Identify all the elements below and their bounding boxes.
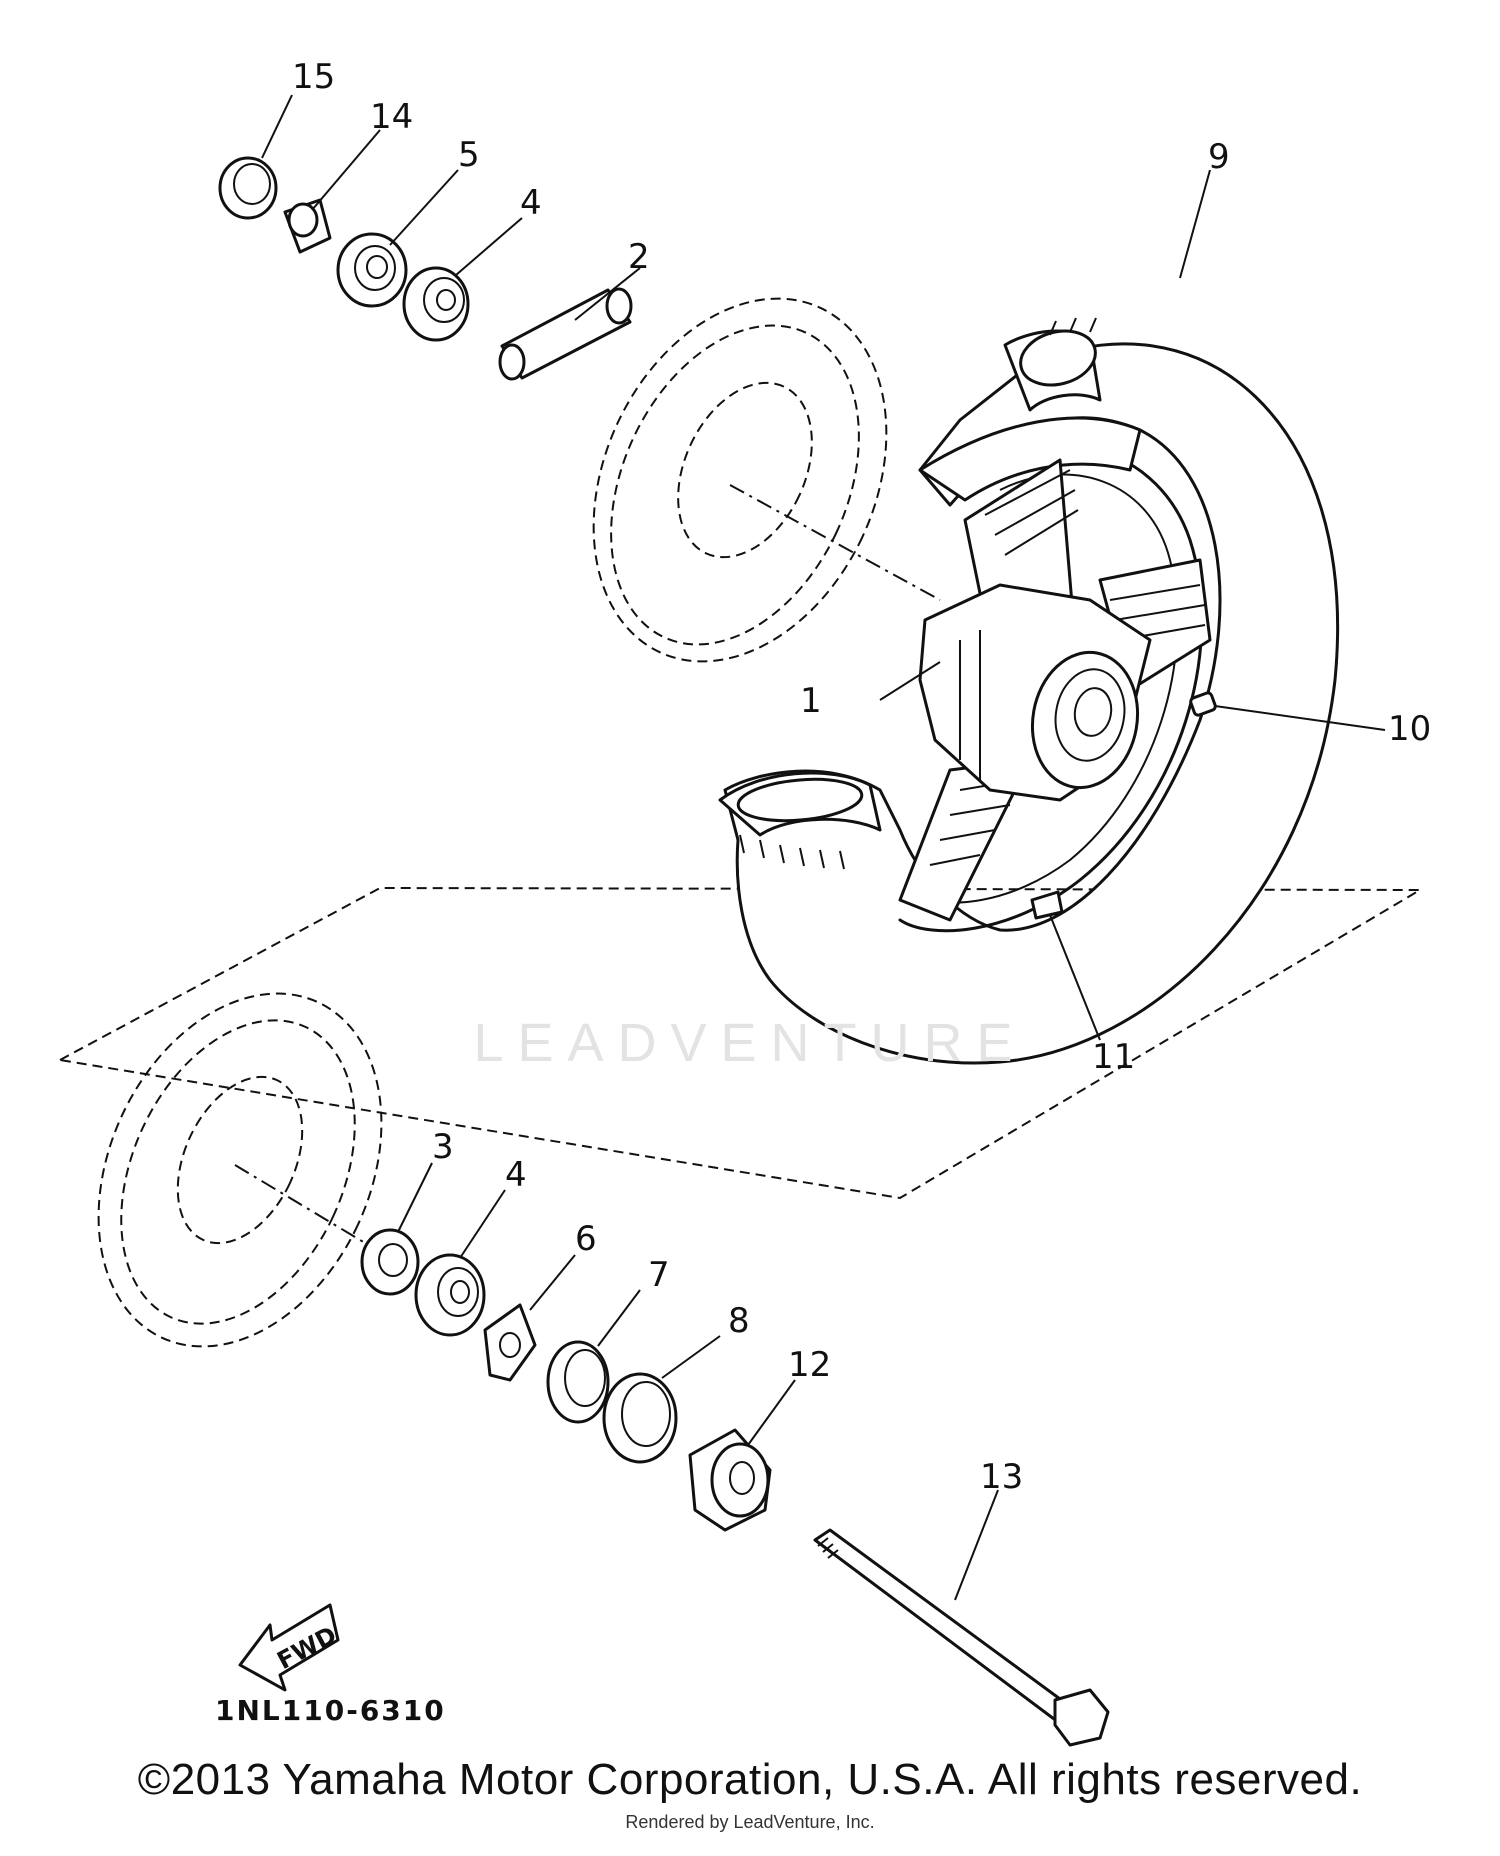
part-4-bearing-lower: [414, 1253, 486, 1337]
part-2-spacer: [498, 287, 633, 381]
callout-14: 14: [370, 97, 413, 137]
assembly-plane: [56, 886, 1424, 1200]
callout-12: 12: [788, 1345, 831, 1385]
part-13-axle: [813, 1528, 1110, 1747]
copyright-text: ©2013 Yamaha Motor Corporation, U.S.A. A…: [137, 1755, 1363, 1804]
callout-15: 15: [292, 57, 335, 97]
callout-5: 5: [458, 135, 480, 175]
callout-1: 1: [800, 681, 822, 721]
part-3-oil-seal: [360, 1228, 420, 1296]
callout-3: 3: [432, 1127, 454, 1167]
upper-brake-disc: [592, 297, 888, 663]
callouts: 15 14 5 4 2 9 1 10 11 3 4 6 7 8 12 13: [292, 57, 1431, 1497]
callout-4-upper: 4: [520, 183, 542, 223]
callout-8: 8: [728, 1301, 750, 1341]
part-5-bearing: [336, 232, 408, 308]
lower-brake-disc: [97, 992, 383, 1348]
rendered-by-text: Rendered by LeadVenture, Inc.: [625, 1812, 875, 1832]
part-12-gear-unit: [688, 1428, 772, 1532]
part-15-cap: [218, 156, 278, 220]
callout-7: 7: [648, 1255, 670, 1295]
watermark-text: LEADVENTURE: [473, 1013, 1027, 1073]
part-4-bearing-upper: [402, 266, 470, 342]
part-6-plate: [483, 1303, 537, 1382]
callout-10: 10: [1388, 709, 1431, 749]
callout-4-lower: 4: [505, 1155, 527, 1195]
part-8-seal: [602, 1372, 678, 1464]
axis-line-upper: [729, 484, 941, 601]
callout-11: 11: [1092, 1037, 1135, 1077]
axis-line-lower: [234, 1164, 386, 1256]
callout-2: 2: [628, 237, 650, 277]
leader-lines: [261, 94, 1386, 1601]
part-14-collar: [283, 198, 332, 254]
part-9-wheel: [718, 317, 1340, 1065]
callout-9: 9: [1208, 137, 1230, 177]
callout-6: 6: [575, 1219, 597, 1259]
drawing-code: 1NL110-6310: [215, 1694, 446, 1727]
part-7-ring: [546, 1340, 610, 1424]
forward-arrow: FWD: [238, 1603, 341, 1692]
callout-13: 13: [980, 1457, 1023, 1497]
